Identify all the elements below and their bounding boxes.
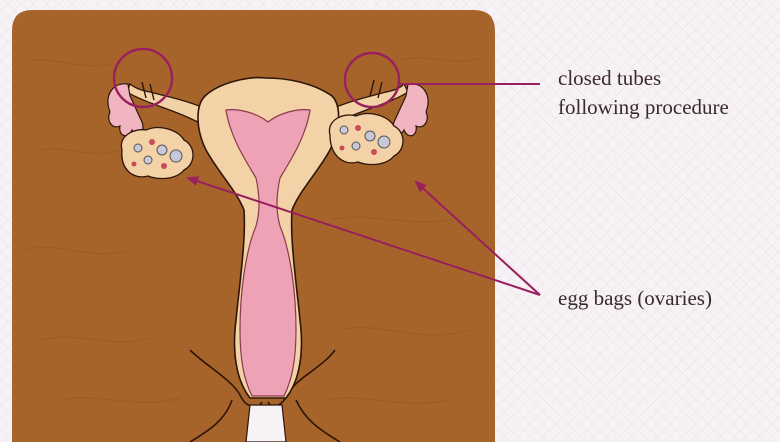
closed-tubes-label: closed tubes following procedure (558, 64, 729, 122)
vaginal-opening (246, 405, 286, 442)
ovaries-label-text: egg bags (ovaries) (558, 284, 712, 313)
closed-tubes-label-line1: closed tubes (558, 64, 729, 93)
illustration-panel (12, 10, 495, 442)
ovaries-label: egg bags (ovaries) (558, 284, 712, 313)
closed-tubes-label-line2: following procedure (558, 93, 729, 122)
